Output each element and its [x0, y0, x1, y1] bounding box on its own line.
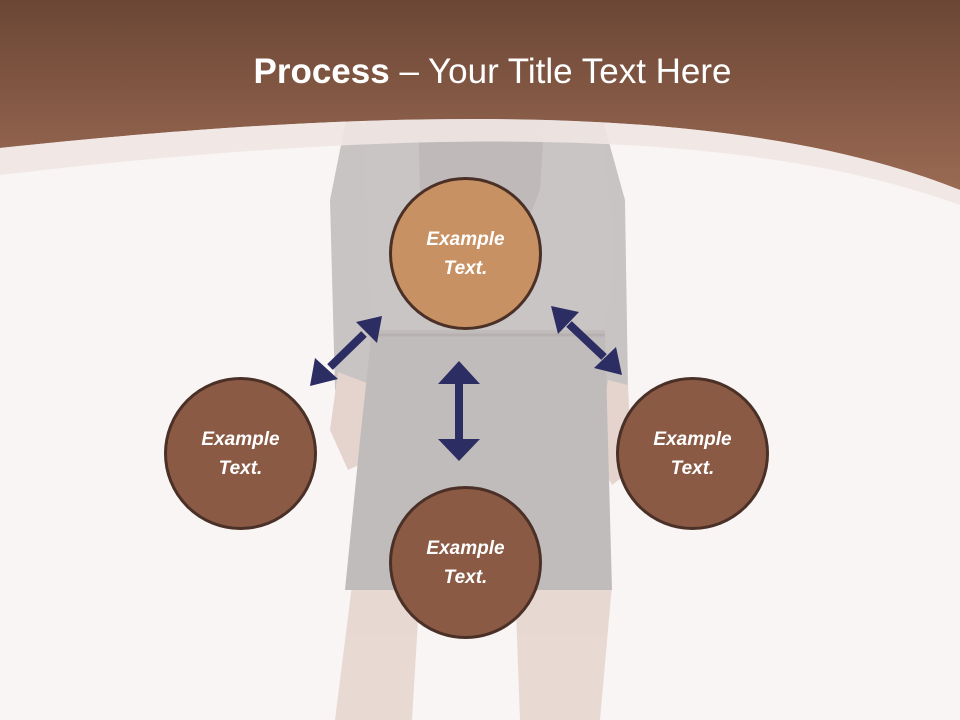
slide-title: Process – Your Title Text Here [0, 52, 960, 92]
title-bold-part: Process [253, 52, 390, 91]
arrow-top-right [551, 306, 622, 375]
arrow-top-left [310, 316, 382, 386]
node-line-2: Text. [670, 457, 715, 479]
node-line-1: Example [426, 228, 505, 250]
node-line-2: Text. [443, 566, 488, 588]
title-rest-part: – Your Title Text Here [389, 52, 732, 91]
node-line-2: Text. [218, 457, 263, 479]
arrow-vertical [438, 361, 480, 461]
node-line-2: Text. [443, 257, 488, 279]
node-line-1: Example [201, 428, 280, 450]
node-line-1: Example [653, 428, 732, 450]
header-band [0, 0, 960, 205]
node-line-1: Example [426, 537, 505, 559]
